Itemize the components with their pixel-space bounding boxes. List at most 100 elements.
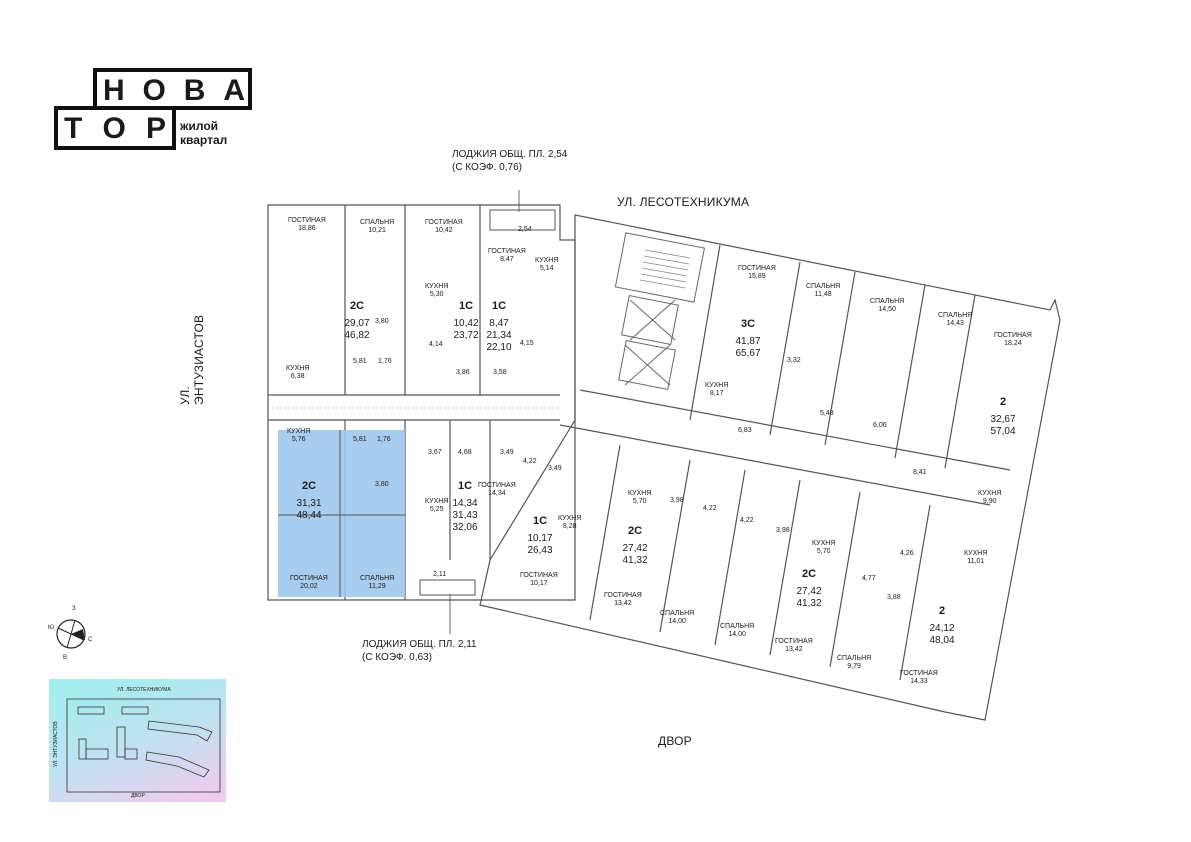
apartment-tag[interactable]: 2 32,67 57,04 [990,396,1016,437]
compass-w: Ю [48,625,55,631]
small-area: 3,98 [670,497,684,504]
loggia-top-note: ЛОДЖИЯ ОБЩ. ПЛ. 2,54 (С КОЭФ. 0,76) [452,148,567,174]
small-area: 5,81 [353,436,367,443]
compass-n: З [72,606,76,612]
small-area: 8,41 [913,469,927,476]
small-area: 6,83 [738,427,752,434]
loggia-top-line1: ЛОДЖИЯ ОБЩ. ПЛ. 2,54 [452,149,568,160]
apartment-tag[interactable]: 2 24,12 48,04 [929,605,955,646]
loggia-bottom-line2: (С КОЭФ. 0,63) [362,652,432,663]
small-area: 1,76 [377,436,391,443]
logo-letter: В [183,74,206,107]
loggia-bottom-note: ЛОДЖИЯ ОБЩ. ПЛ. 2,11 (С КОЭФ. 0,63) [362,638,477,664]
minimap[interactable]: УЛ. ЛЕСОТЕХНИКУМА УЛ. ЭНТУЗИАСТОВ ДВОР [49,679,226,802]
small-area: 3,80 [375,481,389,488]
compass-icon [56,619,86,649]
logo-subtitle-line1: жилой [180,119,219,133]
small-area: 3,86 [456,369,470,376]
compass-s: В [63,655,68,661]
logo-letter: Н [103,74,125,107]
compass-e: С [88,637,93,643]
small-area: 4,77 [862,575,876,582]
logo-letter: О [102,112,126,145]
logo-letter: А [223,74,245,107]
apartment-tag[interactable]: 1С 10,17 26,43 [527,515,553,556]
logo-row2: Т О Р [64,112,166,146]
small-area: 3,98 [776,527,790,534]
small-area: 3,67 [428,449,442,456]
street-left-text: УЛ. ЭНТУЗИАСТОВ [178,314,206,405]
right-wing-outline [479,214,1061,721]
small-area: 3,88 [887,594,901,601]
small-area: 4,22 [523,458,537,465]
small-area: 5,48 [820,410,834,417]
street-left: УЛ. ЭНТУЗИАСТОВ [178,305,206,405]
small-area: 4,22 [703,505,717,512]
logo-subtitle-line2: квартал [180,133,228,147]
small-area: 3,80 [375,318,389,325]
loggia-top-line2: (С КОЭФ. 0,76) [452,162,522,173]
loggia-top [489,209,556,231]
street-top: УЛ. ЛЕСОТЕХНИКУМА [617,195,750,209]
apartment-tag[interactable]: 1С 10,42 23,72 [453,300,479,341]
small-area: 3,32 [787,357,801,364]
small-area: 5,81 [353,358,367,365]
small-area: 4,26 [900,550,914,557]
minimap-street-top: УЛ. ЛЕСОТЕХНИКУМА [117,687,171,693]
small-area: 4,15 [520,340,534,347]
small-area: 1,76 [378,358,392,365]
apartment-tag[interactable]: 1С 8,47 21,34 22,10 [486,300,512,353]
highlighted-apartment[interactable] [278,430,405,597]
apartment-tag[interactable]: 2С 27,42 41,32 [622,525,648,566]
small-area: 4,14 [429,341,443,348]
loggia-bottom-value: 2,11 [433,571,447,578]
loggia-top-value: 2,54 [518,226,532,233]
small-area: 6,06 [873,422,887,429]
apartment-tag[interactable]: 2С 29,07 46,82 [344,300,370,341]
apartment-tag[interactable]: 3С 41,87 65,67 [735,318,761,359]
apartment-tag[interactable]: 1С 14,34 31,43 32,06 [452,480,478,533]
apartment-tag-highlighted[interactable]: 2С 31,31 48,44 [296,480,322,521]
small-area: 3,58 [493,369,507,376]
apartment-tag[interactable]: 2С 27,42 41,32 [796,568,822,609]
logo-subtitle: жилой квартал [180,119,227,147]
small-area: 4,22 [740,517,754,524]
minimap-graphic [66,698,221,793]
logo-letter: О [142,74,166,107]
minimap-street-bottom: ДВОР [131,793,145,799]
small-area: 4,68 [458,449,472,456]
minimap-street-left: УЛ. ЭНТУЗИАСТОВ [53,721,59,767]
logo-frame [54,68,252,150]
loggia-bottom-line1: ЛОДЖИЯ ОБЩ. ПЛ. 2,11 [362,639,477,650]
loggia-bottom [419,579,476,596]
